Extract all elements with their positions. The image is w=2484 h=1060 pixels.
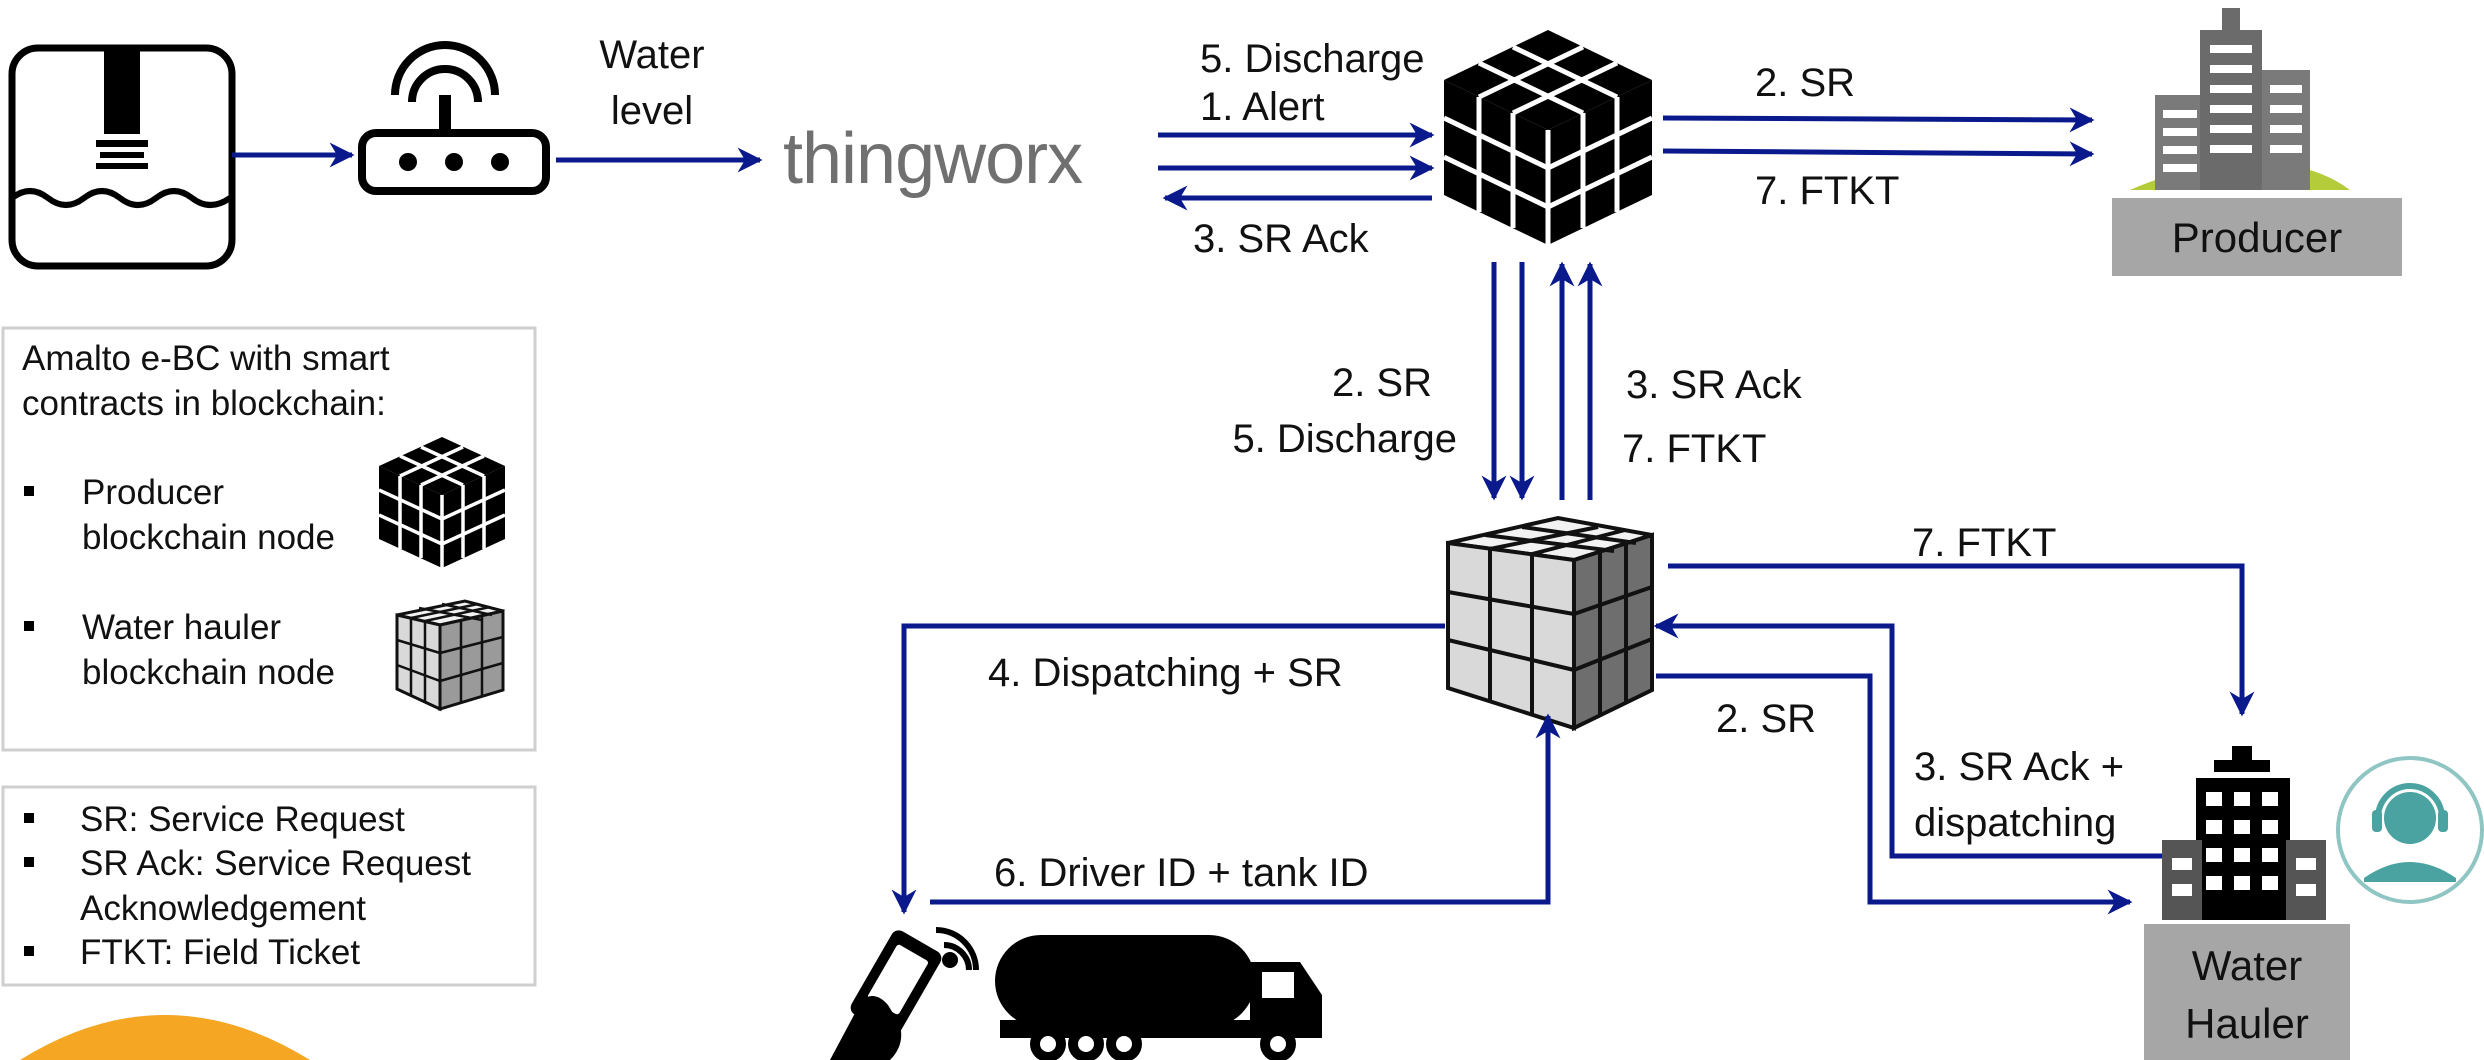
label-ftkt-mid: 7. FTKT <box>1622 427 1766 471</box>
label-ftkt-hauler: 7. FTKT <box>1912 521 2056 565</box>
label-water-hauler-2: Hauler <box>2185 1000 2309 1047</box>
glossary-bullet <box>24 857 34 867</box>
label-discharge-top: 5. Discharge <box>1200 37 1425 81</box>
black-cube-icon <box>1442 30 1654 245</box>
glossary-bullet <box>24 813 34 823</box>
phone-nfc-icon <box>830 927 979 1060</box>
gray-cube-icon <box>1446 515 1654 732</box>
producer-box <box>2112 198 2402 276</box>
tanker-truck-icon <box>995 935 1322 1060</box>
legend-title-1: Amalto e-BC with smart <box>22 339 390 378</box>
label-ftkt-right: 7. FTKT <box>1755 169 1899 213</box>
label-sr-ack-dispatch-1: 3. SR Ack + <box>1914 745 2124 789</box>
support-agent-icon <box>2336 756 2484 904</box>
glossary-box <box>1 785 537 987</box>
gray-cube-icon <box>395 599 505 712</box>
legend-hauler-node-1: Water hauler <box>82 608 281 647</box>
arrow-dispatching-sr <box>891 623 1445 915</box>
legend-bullet <box>24 621 34 631</box>
legend-producer-node-1: Producer <box>82 473 224 512</box>
glossary-bullet <box>24 946 34 956</box>
arrow-ftkt-producer <box>1662 141 2095 167</box>
glossary-sr-ack-2: Acknowledgement <box>80 889 366 928</box>
legend-title-2: contracts in blockchain: <box>22 384 386 423</box>
water-hauler-box <box>2144 924 2350 1060</box>
label-sr-mid: 2. SR <box>1332 361 1432 405</box>
router-icon <box>358 41 550 195</box>
legend-bullet <box>24 486 34 496</box>
glossary-sr: SR: Service Request <box>80 800 405 839</box>
glossary-ftkt: FTKT: Field Ticket <box>80 933 360 972</box>
label-sr-ack-top: 3. SR Ack <box>1193 217 1370 261</box>
office-building-icon <box>2162 746 2326 920</box>
black-cube-icon <box>378 437 506 568</box>
tank-sensor-icon <box>8 44 236 270</box>
label-sr-ack-mid: 3. SR Ack <box>1626 363 1803 407</box>
arrow-ftkt-hauler <box>1668 563 2255 717</box>
label-water-hauler-1: Water <box>2192 942 2302 989</box>
orange-arc-decoration <box>20 1015 310 1060</box>
glossary-sr-ack-1: SR Ack: Service Request <box>80 844 471 883</box>
arrow-sr-producer <box>1662 107 2095 133</box>
label-driver-tank: 6. Driver ID + tank ID <box>994 851 1369 895</box>
label-sr-ack-dispatch-2: dispatching <box>1914 801 2116 845</box>
label-sr-hauler: 2. SR <box>1716 697 1816 741</box>
legend-hauler-node-2: blockchain node <box>82 653 335 692</box>
thingworx-logo: thingworx <box>783 119 1083 199</box>
building-icon <box>2130 8 2350 190</box>
label-water-level-1: Water <box>599 33 704 77</box>
label-alert: 1. Alert <box>1200 85 1325 129</box>
arrow-sr-ack-dispatching <box>1653 613 2162 859</box>
arrow-driver-tank <box>930 713 1561 905</box>
label-dispatching-sr: 4. Dispatching + SR <box>988 651 1343 695</box>
label-sr-right: 2. SR <box>1755 61 1855 105</box>
legend-producer-node-2: blockchain node <box>82 518 335 557</box>
arrow-sr-hauler <box>1656 673 2133 915</box>
label-producer: Producer <box>2172 214 2342 261</box>
label-discharge-mid: 5. Discharge <box>1232 417 1457 461</box>
label-water-level-2: level <box>611 89 693 133</box>
